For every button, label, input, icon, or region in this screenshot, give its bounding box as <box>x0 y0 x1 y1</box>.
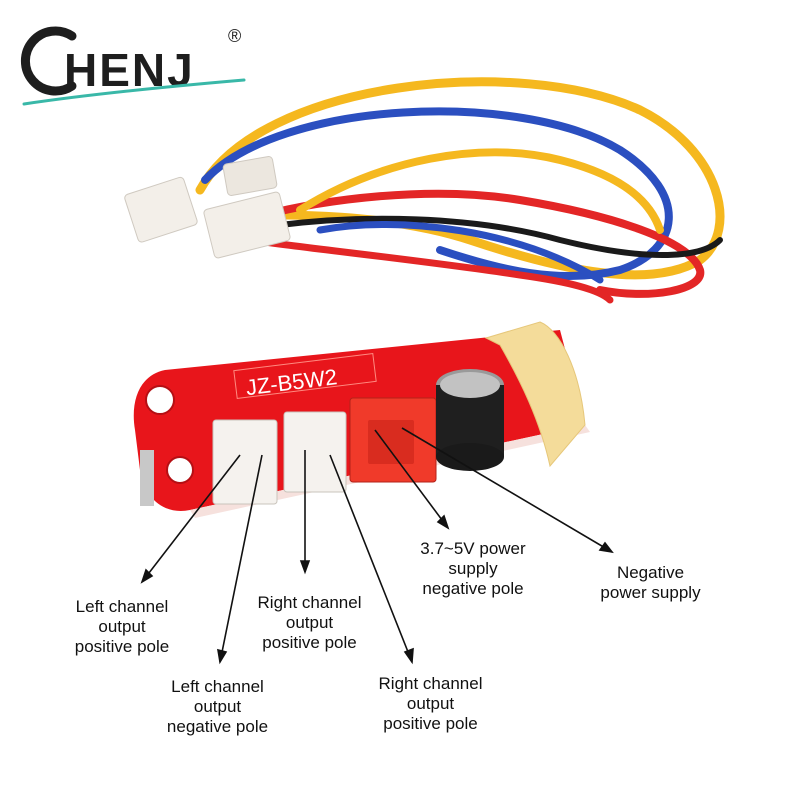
svg-text:®: ® <box>228 26 241 46</box>
pcb-board: JZ-B5W2 <box>133 321 590 518</box>
pointer-lines <box>140 427 614 665</box>
wire-bundle <box>195 77 725 304</box>
brand-logo: HENJ ® <box>20 26 246 106</box>
wire-connectors <box>124 156 291 259</box>
